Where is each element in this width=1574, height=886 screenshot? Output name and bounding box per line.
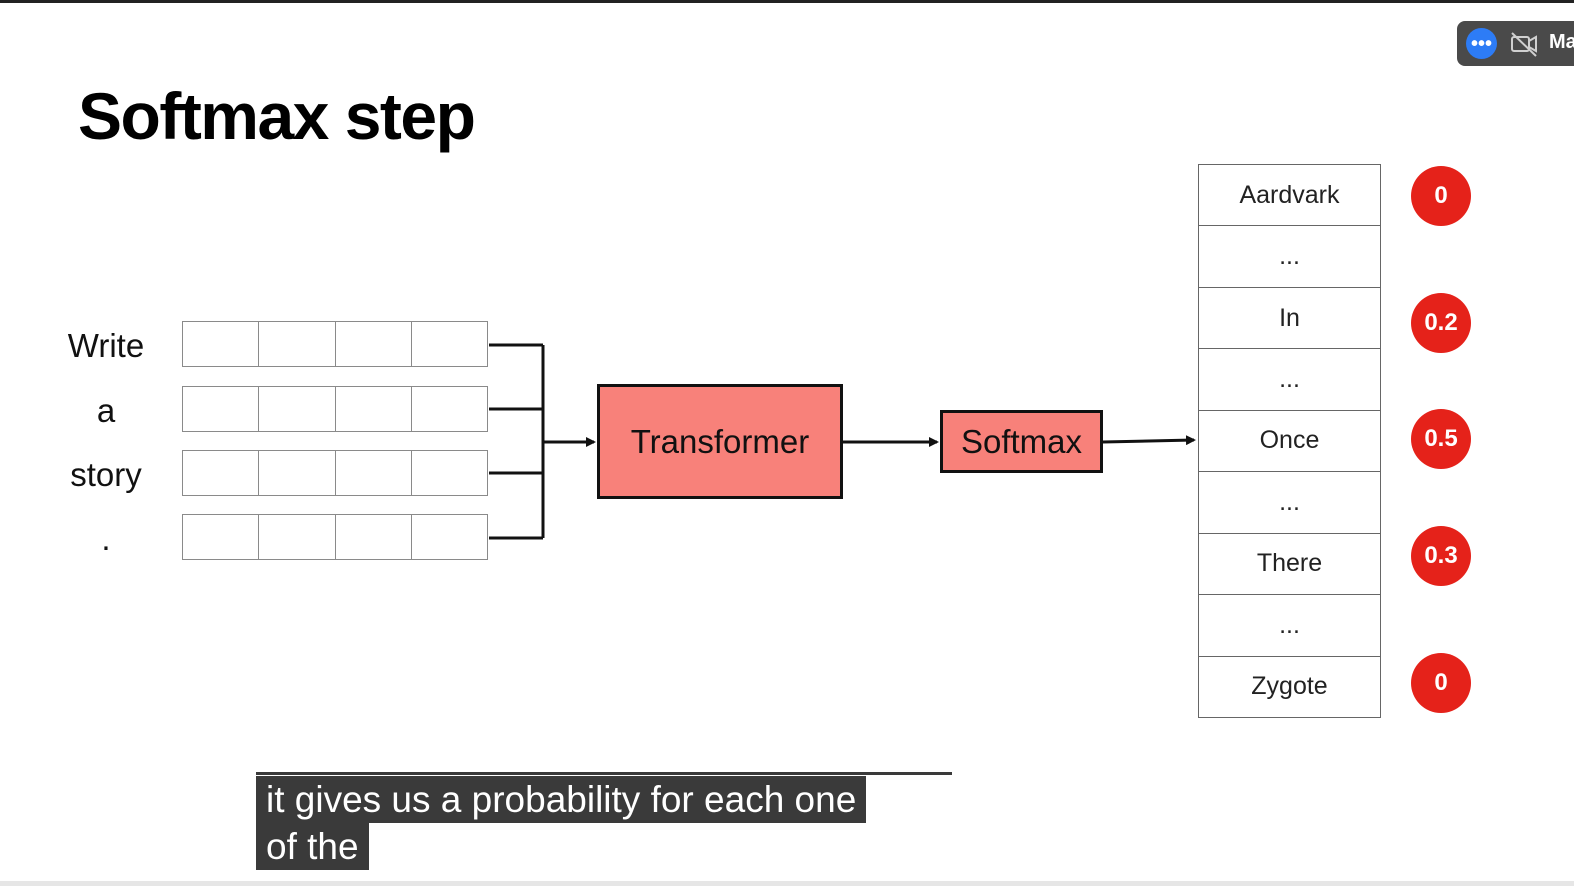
- vector-cell: [259, 387, 336, 431]
- probability-badge-in: 0.2: [1411, 293, 1471, 353]
- input-word-write: Write: [67, 327, 145, 364]
- vector-cell: [259, 451, 336, 495]
- video-off-icon[interactable]: [1509, 29, 1539, 59]
- probability-badge-once: 0.5: [1411, 409, 1471, 469]
- probability-badge-zygote: 0: [1411, 653, 1471, 713]
- vector-cell: [259, 322, 336, 366]
- vector-cell: [336, 451, 412, 495]
- vector-cell: [259, 515, 336, 559]
- probability-badge-aardvark: 0: [1411, 166, 1471, 226]
- input-word-a: a: [96, 392, 116, 429]
- input-word-story: story: [70, 456, 142, 493]
- transformer-label: Transformer: [630, 422, 810, 460]
- vector-cell: [183, 387, 260, 431]
- vocab-item-zygote: Zygote: [1251, 672, 1328, 701]
- caption-line-2: of the: [256, 823, 369, 870]
- embedding-vector-period: [182, 514, 488, 560]
- toolbar-label[interactable]: Ma: [1549, 31, 1574, 53]
- vocab-item-ellipsis: ...: [1199, 595, 1380, 657]
- vector-cell: [183, 451, 260, 495]
- softmax-block: Softmax: [940, 410, 1103, 473]
- frame-bottom-strip: [0, 881, 1574, 886]
- embedding-vector-write: [182, 321, 488, 367]
- vector-cell: [336, 515, 412, 559]
- embedding-vector-story: [182, 450, 488, 496]
- vocab-item-there: There: [1199, 534, 1380, 596]
- vocab-item-in: In: [1199, 288, 1380, 350]
- transformer-block: Transformer: [597, 384, 843, 499]
- vocab-item-ellipsis: ...: [1199, 472, 1380, 534]
- input-word-period: .: [101, 520, 111, 557]
- vector-cell: [336, 322, 412, 366]
- caption-underline: [256, 772, 952, 775]
- vocab-item-ellipsis: ...: [1199, 226, 1380, 288]
- vector-cell: [183, 322, 260, 366]
- frame-top-border: [0, 0, 1574, 3]
- probability-badge-there: 0.3: [1411, 526, 1471, 586]
- embedding-vector-a: [182, 386, 488, 432]
- vocab-item-once: Once: [1199, 411, 1380, 473]
- slide-title: Softmax step: [78, 79, 476, 153]
- softmax-label: Softmax: [960, 422, 1083, 460]
- arrow-to-vocabulary: [1102, 435, 1196, 446]
- meeting-toolbar: ••• Ma: [1457, 21, 1574, 66]
- vocab-item-ellipsis: ...: [1199, 349, 1380, 411]
- vocabulary-list: Aardvark ... In ... Once ... There ... Z…: [1198, 164, 1381, 718]
- vector-cell: [183, 515, 260, 559]
- more-options-icon[interactable]: •••: [1466, 28, 1497, 59]
- vector-cell: [336, 387, 412, 431]
- caption-line-1: it gives us a probability for each one: [256, 776, 867, 823]
- vocab-item-aardvark: Aardvark: [1199, 165, 1380, 227]
